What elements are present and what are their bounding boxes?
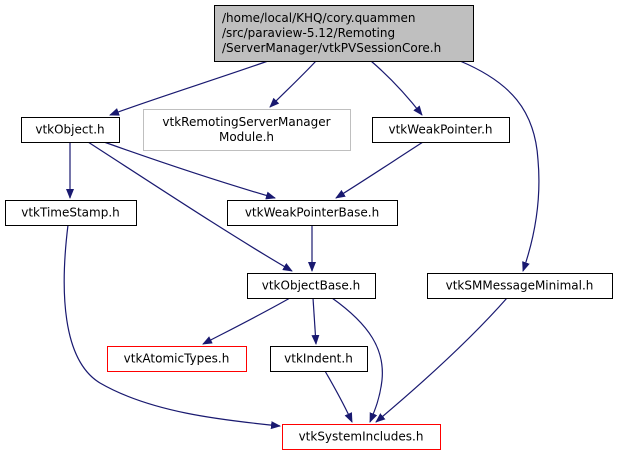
node-root: /home/local/KHQ/cory.quammen/src/paravie… bbox=[214, 5, 474, 62]
node-label: vtkObjectBase.h bbox=[262, 279, 360, 293]
node-vtkSMMessageMinimal[interactable]: vtkSMMessageMinimal.h bbox=[427, 273, 613, 299]
node-label: /src/paraview-5.12/Remoting bbox=[222, 26, 395, 40]
node-box bbox=[5, 200, 137, 226]
node-box bbox=[270, 346, 368, 372]
node-box bbox=[427, 273, 613, 299]
node-box bbox=[372, 117, 510, 143]
node-label: vtkObject.h bbox=[35, 123, 104, 137]
node-box bbox=[247, 273, 376, 299]
edge-root-to-vtkSMMessageMinimal bbox=[459, 60, 540, 272]
node-box bbox=[21, 117, 120, 143]
node-label: vtkSMMessageMinimal.h bbox=[446, 279, 594, 293]
edge-vtkObject-to-vtkWeakPointerBase bbox=[103, 141, 276, 200]
edge-root-to-vtkWeakPointer bbox=[370, 60, 423, 116]
node-label: /ServerManager/vtkPVSessionCore.h bbox=[222, 41, 441, 55]
edge-root-to-vtkRemotingServerManagerModule bbox=[269, 60, 317, 108]
node-box bbox=[214, 5, 474, 62]
node-label: vtkTimeStamp.h bbox=[21, 206, 120, 220]
edge-vtkTimeStamp-to-vtkSystemIncludes bbox=[63, 224, 281, 430]
node-vtkAtomicTypes[interactable]: vtkAtomicTypes.h bbox=[107, 346, 247, 372]
node-vtkObject[interactable]: vtkObject.h bbox=[21, 117, 120, 143]
node-box bbox=[282, 424, 441, 450]
node-vtkObjectBase[interactable]: vtkObjectBase.h bbox=[247, 273, 376, 299]
node-vtkWeakPointer[interactable]: vtkWeakPointer.h bbox=[372, 117, 510, 143]
edges-layer bbox=[63, 60, 540, 430]
nodes-layer: /home/local/KHQ/cory.quammen/src/paravie… bbox=[5, 5, 613, 450]
edge-vtkObjectBase-to-vtkIndent bbox=[311, 297, 320, 345]
node-vtkWeakPointerBase[interactable]: vtkWeakPointerBase.h bbox=[227, 200, 398, 226]
node-box bbox=[143, 109, 351, 151]
node-label: /home/local/KHQ/cory.quammen bbox=[222, 11, 416, 25]
node-vtkSystemIncludes[interactable]: vtkSystemIncludes.h bbox=[282, 424, 441, 450]
edge-vtkWeakPointer-to-vtkWeakPointerBase bbox=[335, 141, 424, 199]
node-label: vtkRemotingServerManager bbox=[162, 115, 330, 129]
node-vtkTimeStamp[interactable]: vtkTimeStamp.h bbox=[5, 200, 137, 226]
node-label: vtkIndent.h bbox=[284, 352, 353, 366]
node-box bbox=[107, 346, 247, 372]
edge-vtkObjectBase-to-vtkSystemIncludes bbox=[331, 297, 383, 423]
node-label: vtkSystemIncludes.h bbox=[299, 430, 424, 444]
node-label: Module.h bbox=[219, 130, 274, 144]
node-label: vtkWeakPointerBase.h bbox=[245, 206, 379, 220]
node-vtkIndent[interactable]: vtkIndent.h bbox=[270, 346, 368, 372]
node-box bbox=[227, 200, 398, 226]
edge-vtkObjectBase-to-vtkAtomicTypes bbox=[202, 297, 291, 345]
node-label: vtkWeakPointer.h bbox=[388, 123, 492, 137]
edge-root-to-vtkObject bbox=[109, 60, 269, 116]
node-label: vtkAtomicTypes.h bbox=[124, 352, 230, 366]
edge-vtkSMMessageMinimal-to-vtkSystemIncludes bbox=[375, 297, 508, 423]
edge-vtkObject-to-vtkObjectBase bbox=[87, 141, 293, 272]
edge-vtkIndent-to-vtkSystemIncludes bbox=[324, 370, 353, 423]
